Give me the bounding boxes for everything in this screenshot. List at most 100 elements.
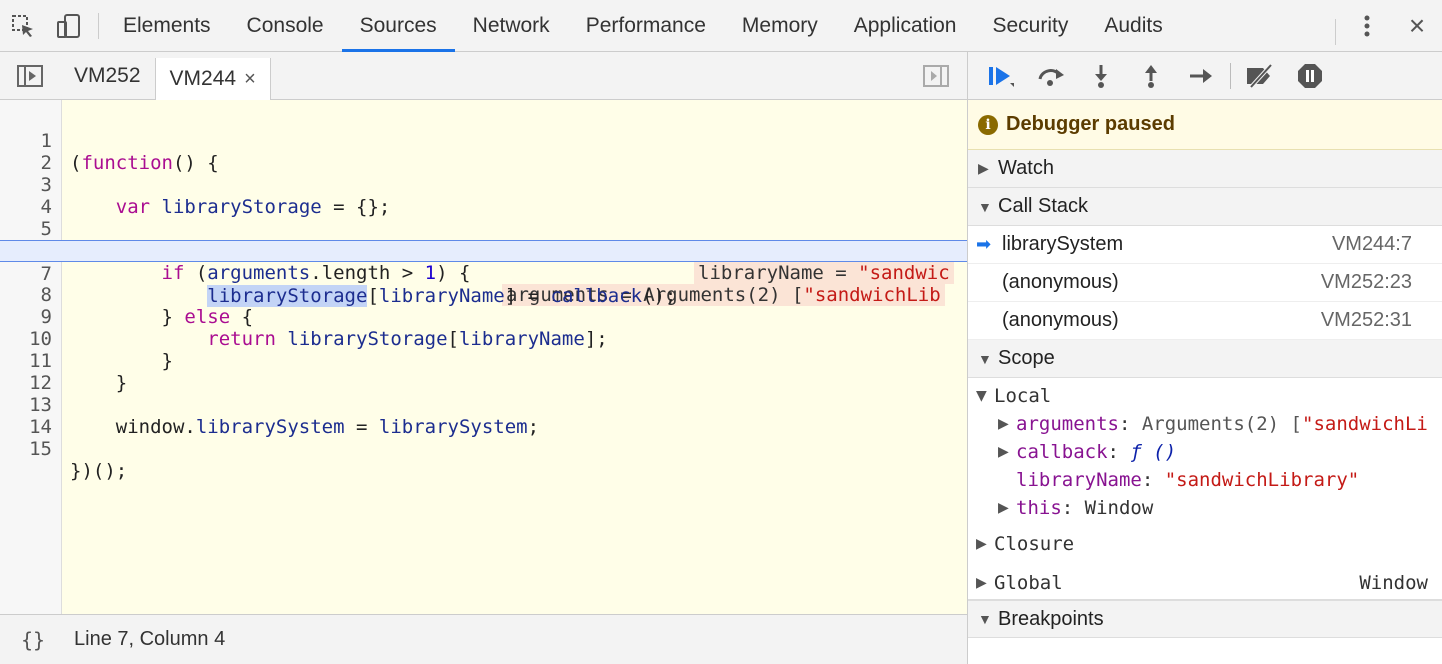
colon: : [1141, 469, 1165, 491]
toolbar-divider [1335, 19, 1336, 45]
step-out-icon[interactable] [1126, 52, 1176, 100]
var-name: arguments [1016, 413, 1119, 435]
colon: : [1107, 441, 1131, 463]
line-text: })(); [70, 460, 128, 482]
call-stack-section-header[interactable]: ▼ Call Stack [968, 188, 1442, 226]
expand-triangle-icon: ▶ [998, 500, 1009, 516]
toolbar-divider [98, 13, 99, 39]
expand-triangle-icon: ▶ [998, 444, 1009, 460]
watch-section-header[interactable]: ▶ Watch [968, 150, 1442, 188]
line-text: var libraryStorage = {}; [115, 196, 391, 218]
line-number[interactable]: 7 [40, 263, 52, 285]
scope-local[interactable]: ▼ Local [968, 382, 1442, 410]
call-frame[interactable]: ➡ librarySystem VM244:7 [968, 226, 1442, 264]
code-editor[interactable]: 1 (function() { 2 3 var libraryStorage =… [0, 100, 967, 614]
info-icon: i [978, 114, 998, 135]
scope-section-header[interactable]: ▼ Scope [968, 340, 1442, 378]
file-tab-label: VM244 [169, 67, 237, 90]
device-toolbar-icon[interactable] [46, 0, 92, 52]
deactivate-breakpoints-icon[interactable] [1235, 52, 1285, 100]
tab-application[interactable]: Application [853, 13, 957, 37]
code-line: 9 return libraryStorage[libraryName]; [0, 284, 967, 350]
section-title: Breakpoints [998, 607, 1104, 630]
tab-console[interactable]: Console [246, 13, 324, 37]
tab-performance[interactable]: Performance [585, 13, 706, 37]
more-options-icon[interactable] [1342, 0, 1392, 52]
tab-audits[interactable]: Audits [1104, 13, 1163, 37]
tab-security[interactable]: Security [992, 13, 1069, 37]
line-number[interactable]: 3 [40, 174, 52, 196]
paused-text: Debugger paused [1006, 113, 1175, 135]
code-line: 11 } [0, 328, 967, 394]
toggle-navigator-icon[interactable] [0, 52, 60, 99]
line-gutter[interactable] [0, 100, 62, 614]
frame-function-name: librarySystem [1002, 233, 1124, 255]
scope-name: Global [994, 571, 1063, 594]
scope-var-arguments[interactable]: ▶ arguments: Arguments(2) ["sandwichLi [968, 410, 1442, 438]
step-over-icon[interactable] [1026, 52, 1076, 100]
line-text: } else { [70, 306, 254, 328]
section-title: Call Stack [998, 195, 1089, 217]
tab-memory[interactable]: Memory [741, 13, 818, 37]
code-line: 2 [0, 130, 967, 174]
scope-var-callback[interactable]: ▶ callback: ƒ () [968, 438, 1442, 466]
frame-location[interactable]: VM244:7 [1331, 233, 1412, 255]
pause-on-exceptions-icon[interactable] [1285, 52, 1335, 100]
scope-var-this[interactable]: ▶ this: Window [968, 494, 1442, 522]
code-line: 5 function librarySystem(libraryName, ca… [0, 196, 967, 284]
tab-elements[interactable]: Elements [123, 13, 211, 37]
code-line: 10 } [0, 306, 967, 372]
var-value: "sandwichLibrary" [1164, 469, 1360, 491]
line-number[interactable]: 10 [29, 328, 52, 350]
line-number[interactable]: 11 [29, 350, 52, 372]
file-tab-vm244[interactable]: VM244 × [154, 58, 271, 100]
expand-triangle-icon: ▶ [978, 160, 989, 176]
inspect-element-icon[interactable] [0, 0, 46, 52]
line-number[interactable]: 9 [40, 306, 52, 328]
expand-triangle-icon: ▶ [998, 416, 1009, 432]
line-number[interactable]: 14 [29, 416, 52, 438]
frame-function-name: (anonymous) [1002, 309, 1119, 331]
file-tab-vm252[interactable]: VM252 [60, 52, 155, 99]
line-number[interactable]: 12 [29, 372, 52, 394]
var-value-string: "sandwichLi [1302, 413, 1428, 435]
line-number[interactable]: 1 [40, 130, 52, 152]
frame-location[interactable]: VM252:23 [1320, 271, 1412, 293]
scope-name: Local [994, 385, 1052, 407]
line-text: return libraryStorage[libraryName]; [207, 328, 608, 350]
close-tab-icon[interactable]: × [244, 67, 256, 90]
scope-closure[interactable]: ▶ Closure [968, 530, 1442, 558]
breakpoints-section-header[interactable]: ▼ Breakpoints [968, 600, 1442, 638]
toggle-debugger-sidebar-icon[interactable] [905, 52, 967, 99]
line-number[interactable]: 13 [29, 394, 52, 416]
devtools-topbar: Elements Console Sources Network Perform… [0, 0, 1442, 52]
collapse-triangle-icon: ▼ [978, 350, 992, 367]
scope-name: Closure [994, 533, 1075, 555]
pretty-print-icon[interactable]: {} [20, 627, 46, 652]
line-number[interactable]: 5 [40, 218, 52, 240]
line-number[interactable]: 2 [40, 152, 52, 174]
tab-network[interactable]: Network [472, 13, 550, 37]
code-line: 4 [0, 174, 967, 218]
step-into-icon[interactable] [1076, 52, 1126, 100]
resume-icon[interactable] [976, 52, 1026, 100]
line-text: window.librarySystem = librarySystem; [70, 416, 540, 438]
code-line: 8 } else { [0, 262, 967, 328]
code-line: 3 var libraryStorage = {}; [0, 152, 967, 218]
tab-sources[interactable]: Sources [341, 0, 455, 52]
current-frame-arrow-icon: ➡ [976, 234, 992, 254]
step-icon[interactable] [1176, 52, 1226, 100]
line-number[interactable]: 15 [29, 438, 52, 460]
close-devtools-icon[interactable]: × [1408, 9, 1426, 41]
collapse-triangle-icon: ▼ [978, 611, 992, 627]
call-frame[interactable]: (anonymous) VM252:31 [968, 302, 1442, 340]
line-number[interactable]: 4 [40, 196, 52, 218]
frame-location[interactable]: VM252:31 [1320, 309, 1412, 331]
scope-var-libraryname[interactable]: libraryName: "sandwichLibrary" [968, 466, 1442, 494]
scope-global[interactable]: ▶ Global Window [968, 566, 1442, 600]
line-number[interactable]: 8 [40, 284, 52, 306]
frame-function-name: (anonymous) [1002, 271, 1119, 293]
current-execution-line: 7 libraryStorage[libraryName] = callback… [0, 240, 967, 307]
call-frame[interactable]: (anonymous) VM252:23 [968, 264, 1442, 302]
sources-editor-pane: VM252 VM244 × 1 (function() { 2 3 var li… [0, 52, 967, 664]
